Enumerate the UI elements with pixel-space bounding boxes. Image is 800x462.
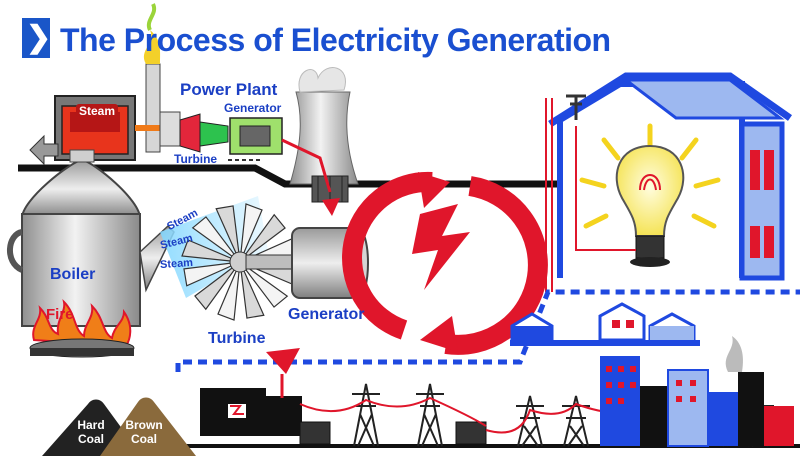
turbine-blade xyxy=(183,261,241,287)
turbine-blade xyxy=(194,261,241,311)
turbine-blade xyxy=(181,239,241,263)
electricity-cycle-symbol xyxy=(342,171,548,355)
turbine-blade xyxy=(239,203,263,263)
plant-steam-label: Steam xyxy=(76,104,119,118)
turbine-blade xyxy=(191,216,241,263)
title-chevron-badge: ❯ xyxy=(22,18,52,58)
hard-coal-label: Hard Coal xyxy=(77,418,105,446)
house-illustration xyxy=(545,72,793,292)
transmission-pylon xyxy=(562,395,590,447)
transmission-pylon xyxy=(352,383,380,447)
turbine-blade xyxy=(239,261,265,319)
distribution-network-illustration xyxy=(180,302,800,448)
turbine-blade xyxy=(215,205,241,263)
power-plant-illustration xyxy=(18,3,580,216)
chevron-right-icon: ❯ xyxy=(26,21,52,54)
turbine-blade xyxy=(217,261,241,321)
turbine-blade xyxy=(239,213,286,263)
fire-label: Fire xyxy=(46,306,74,323)
distribution-divider xyxy=(175,289,800,372)
turbine-illustration xyxy=(181,203,299,321)
power-plant-label: Power Plant xyxy=(180,80,278,99)
transmission-pylon xyxy=(416,383,444,447)
boiler-kettle-illustration xyxy=(7,149,175,358)
coal-piles-illustration xyxy=(42,397,196,456)
page-title: The Process of Electricity Generation xyxy=(60,22,611,58)
steam-label-3: Steam xyxy=(159,256,194,272)
generator-label: Generator xyxy=(288,306,365,323)
plant-generator-label: Generator xyxy=(224,101,282,115)
boiler-label: Boiler xyxy=(50,266,96,283)
turbine-label: Turbine xyxy=(208,330,266,347)
transmission-pylon xyxy=(516,395,544,447)
plant-turbine-label: Turbine xyxy=(174,152,218,166)
brown-coal-label: Brown Coal xyxy=(125,418,163,446)
turbine-blade xyxy=(239,261,289,308)
